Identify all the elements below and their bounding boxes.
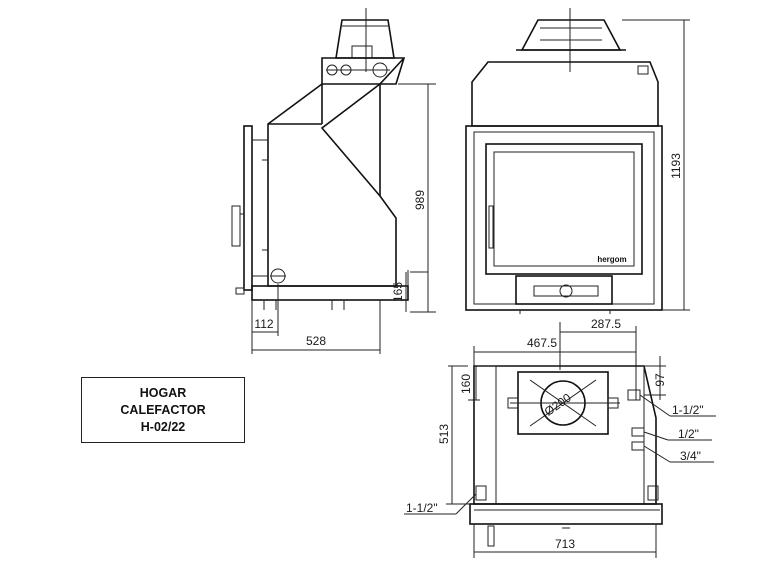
plan-front-plate	[469, 503, 663, 525]
front-glass	[493, 151, 635, 267]
front-door-handle	[488, 205, 494, 249]
connection-label-4: 1-1/2"	[406, 501, 438, 515]
title-line-2: CALEFACTOR	[120, 402, 206, 417]
dim-flue-diameter: Ø200	[542, 390, 574, 418]
side-view: 989 165 112 528	[231, 8, 436, 354]
plan-body	[473, 365, 657, 505]
dim-side-offset: 112	[254, 317, 273, 331]
plan-pipe-1	[627, 389, 641, 401]
front-frame	[465, 125, 663, 311]
side-body	[267, 57, 405, 287]
dim-plan-width-top: 467.5	[527, 336, 557, 350]
title-line-1: HOGAR	[139, 385, 187, 400]
side-door	[243, 125, 253, 291]
plan-pipe-4	[475, 485, 487, 501]
title-block: HOGAR CALEFACTOR H-02/22	[81, 377, 245, 443]
connection-label-2: 1/2"	[678, 427, 699, 441]
front-door	[485, 143, 643, 275]
dim-plan-width: 713	[555, 537, 575, 551]
connection-label-3: 3/4"	[680, 449, 701, 463]
title-line-3: H-02/22	[140, 419, 186, 434]
side-base	[251, 285, 409, 301]
dim-side-height: 989	[413, 190, 427, 210]
dim-plan-top-depth: 160	[459, 374, 473, 394]
dim-plan-offset: 287.5	[591, 317, 621, 331]
dim-plan-side: 97	[653, 373, 667, 387]
dim-plan-depth: 513	[437, 424, 451, 444]
dim-side-depth: 528	[306, 334, 326, 348]
plan-pipe-2	[631, 427, 645, 437]
front-hood	[471, 61, 659, 127]
dim-front-height: 1193	[669, 153, 683, 179]
connection-label-1: 1-1/2"	[672, 403, 704, 417]
front-ash-drawer	[515, 275, 613, 305]
plan-view: 287.5 467.5 Ø200 160	[404, 317, 716, 558]
front-view: hergom 1193	[465, 8, 690, 314]
plan-pipe-3	[631, 441, 645, 451]
front-flue-cap	[520, 19, 622, 51]
brand-logo: hergom	[597, 255, 626, 264]
side-handle	[231, 205, 241, 247]
dim-side-base-height: 165	[391, 282, 405, 302]
